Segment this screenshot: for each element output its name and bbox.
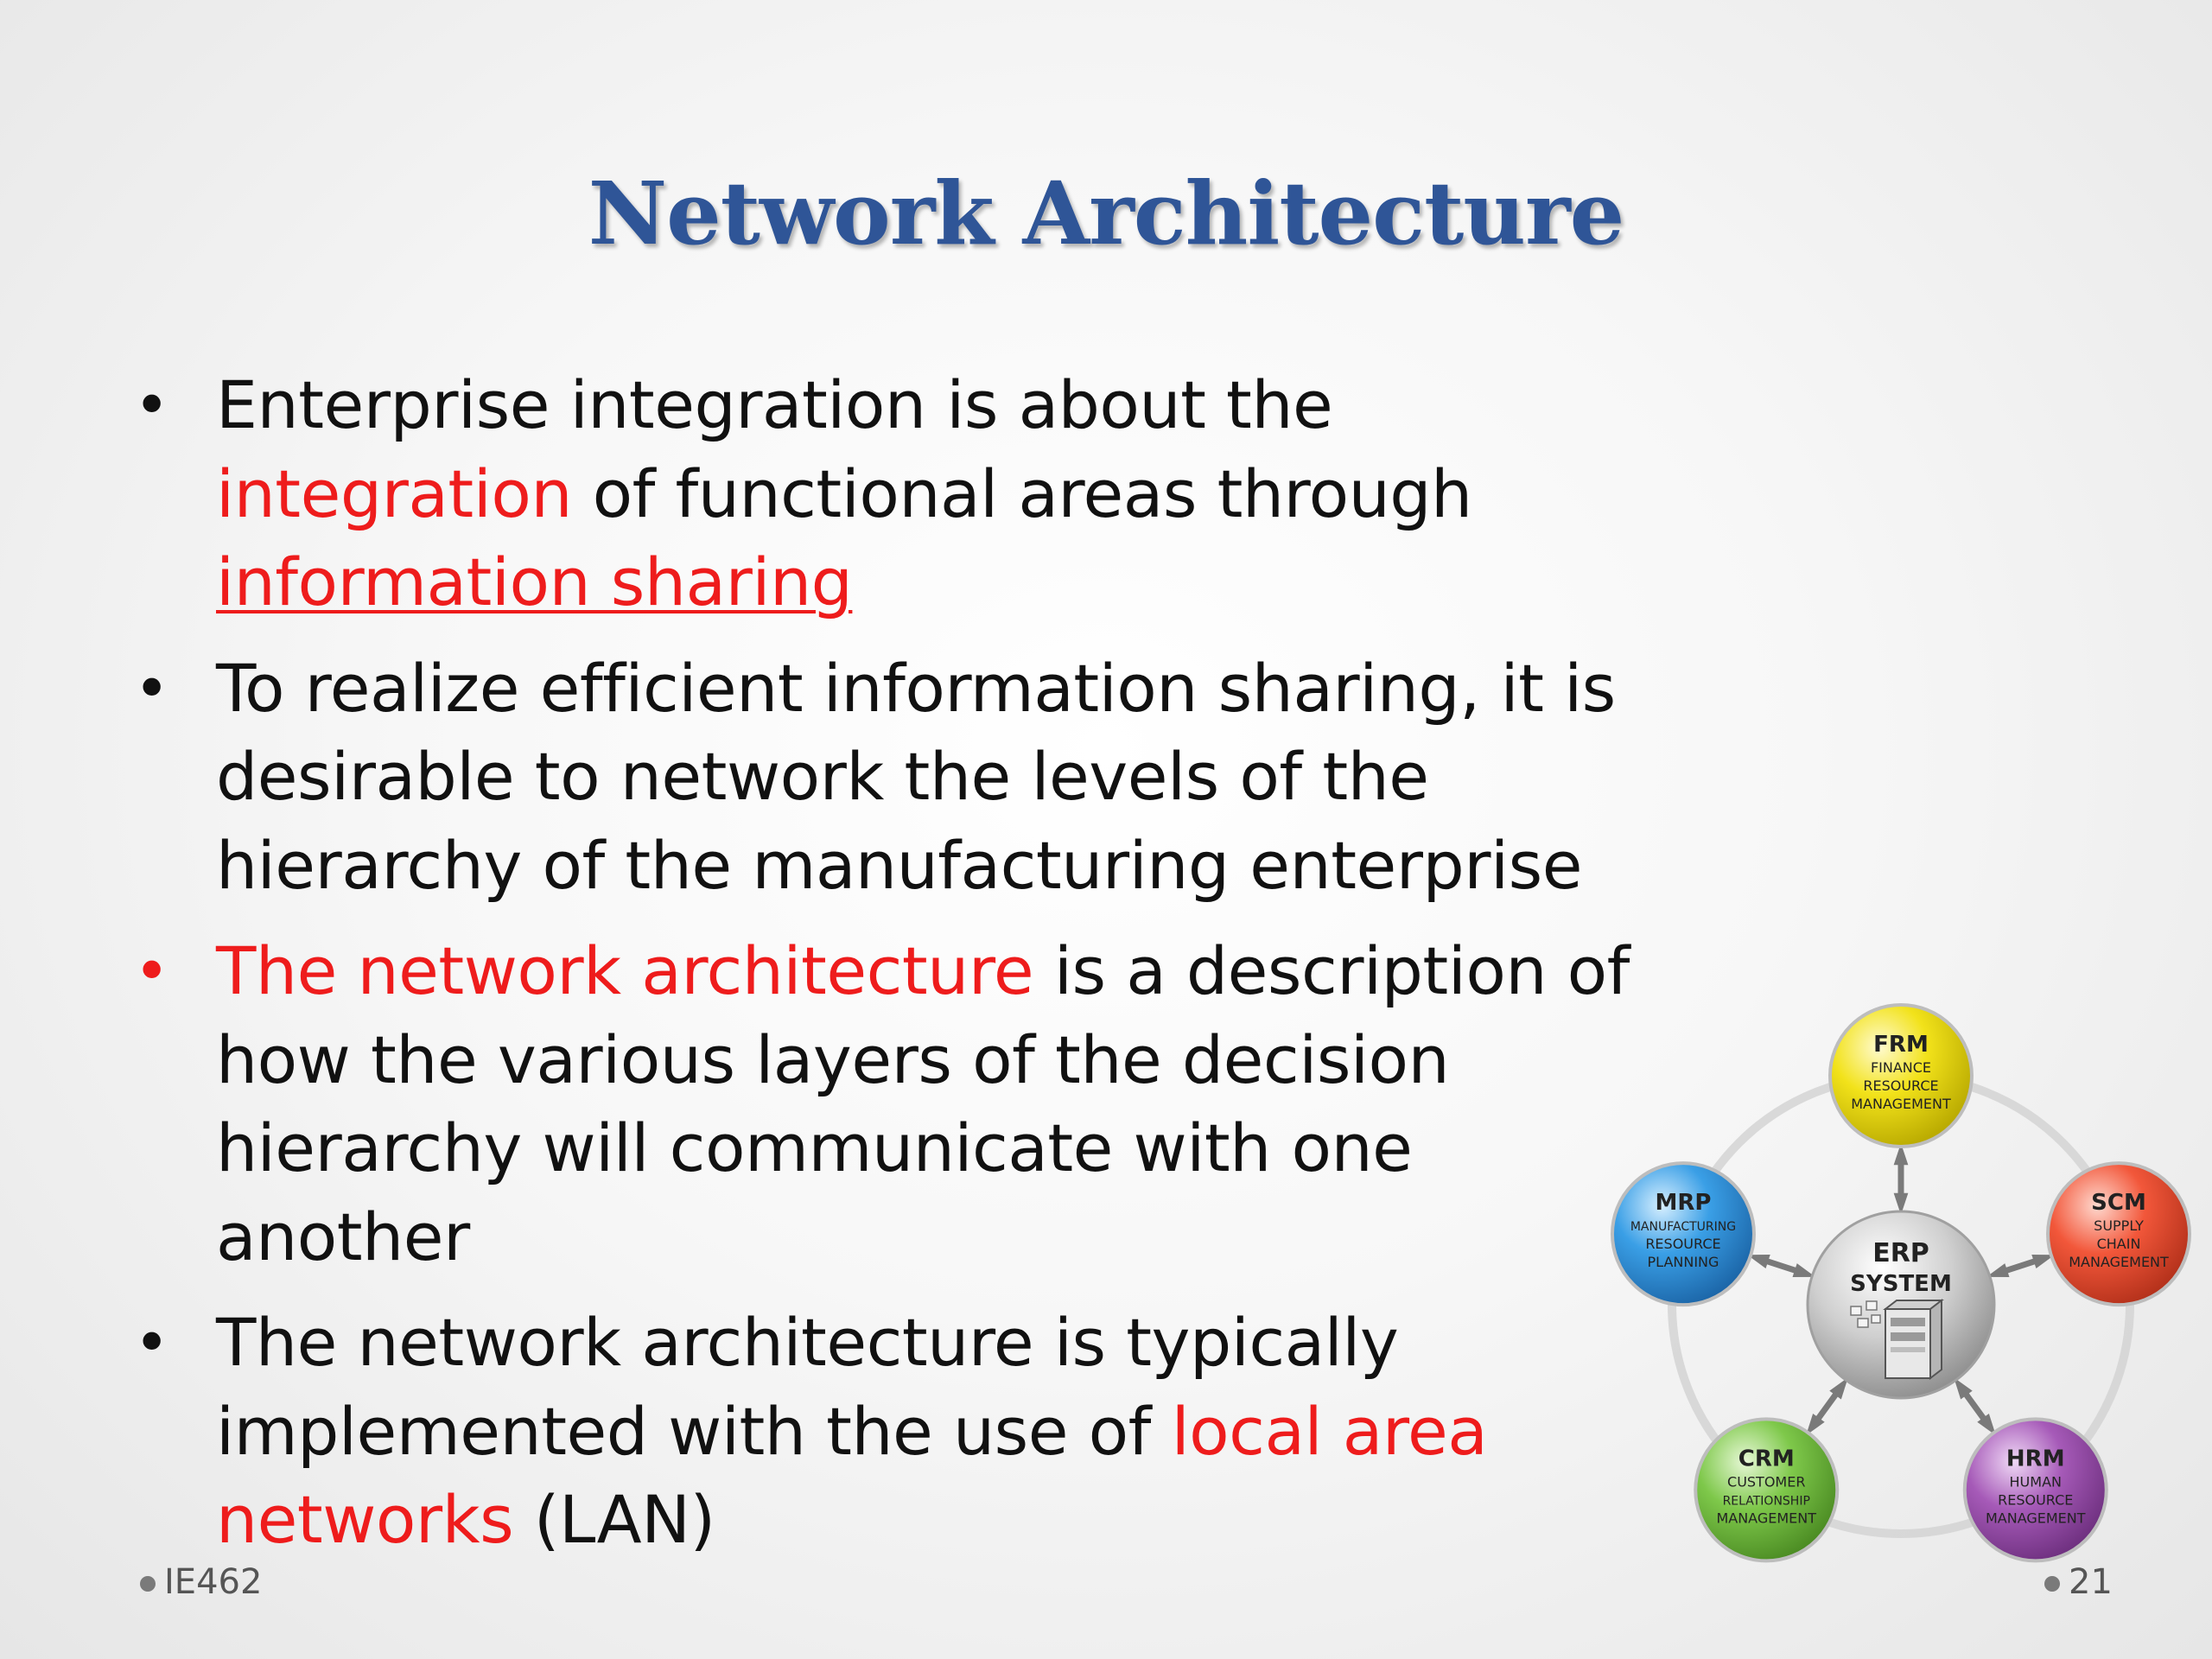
erp-module-abbr: SCM <box>2091 1190 2146 1216</box>
erp-center-label: ERP <box>1872 1238 1929 1268</box>
erp-module-abbr: MRP <box>1655 1190 1711 1216</box>
bullet-line: how the various layers of the decision <box>216 1016 1827 1105</box>
erp-module-desc: FINANCE <box>1871 1059 1931 1076</box>
footer-dot <box>2044 1576 2060 1592</box>
erp-module-sphere <box>1828 1003 1974 1148</box>
bullet-text: of functional areas through <box>571 454 1473 532</box>
erp-module-desc: RELATIONSHIP <box>1723 1494 1810 1508</box>
erp-arrows <box>1747 1143 2055 1436</box>
bullet-line: networks (LAN) <box>216 1476 1827 1565</box>
erp-module-desc: CHAIN <box>2097 1236 2141 1252</box>
bullet-line: The network architecture is typically <box>216 1299 1827 1388</box>
erp-module-desc: MANAGEMENT <box>2069 1254 2169 1270</box>
erp-module-desc: HUMAN <box>2010 1473 2062 1490</box>
bullet-line: Enterprise integration is about the <box>216 361 1827 450</box>
bullet-line: The network architecture is a descriptio… <box>216 927 1827 1016</box>
erp-module-desc: RESOURCE <box>1998 1491 2073 1508</box>
erp-module-desc: MANUFACTURING <box>1630 1220 1736 1234</box>
erp-module-desc: MANAGEMENT <box>1986 1510 2086 1526</box>
erp-module-abbr: CRM <box>1738 1446 1795 1471</box>
erp-arrowhead <box>2031 1255 2055 1268</box>
erp-arrowhead <box>1747 1255 1770 1268</box>
erp-arrowhead <box>1806 1413 1825 1436</box>
bullet-text: is a description of <box>1033 932 1630 1009</box>
erp-module-desc: RESOURCE <box>1645 1236 1720 1252</box>
erp-module-crm: CRM CUSTOMER RELATIONSHIP MANAGEMENT <box>1694 1417 1840 1563</box>
erp-module-desc: MANAGEMENT <box>1716 1510 1816 1526</box>
erp-diagram: FRMFINANCERESOURCEMANAGEMENTSCMSUPPLYCHA… <box>1610 1003 2192 1563</box>
bullet-line: hierarchy will communicate with one <box>216 1104 1827 1193</box>
erp-arrowhead <box>1986 1263 2010 1278</box>
erp-arrowhead <box>1792 1263 1816 1278</box>
bullet-line: another <box>216 1193 1827 1282</box>
bullet-item: • To realize efficient information sharin… <box>134 645 1827 911</box>
erp-module-sphere <box>1694 1417 1840 1563</box>
highlighted-text: integration <box>216 454 572 532</box>
erp-arrowhead <box>1829 1377 1848 1400</box>
bullet-line: To realize efficient information sharing… <box>216 645 1827 734</box>
highlighted-text: networks <box>216 1481 514 1558</box>
bullet-marker: • <box>134 652 170 724</box>
erp-module-desc: RESOURCE <box>1863 1077 1938 1094</box>
bullet-text: To realize efficient information sharing… <box>216 649 1616 727</box>
erp-arrowhead <box>1954 1377 1973 1400</box>
network-nodes-icon <box>1850 1300 1881 1328</box>
bullet-line: information sharing <box>216 538 1827 627</box>
bullet-marker: • <box>134 1307 170 1378</box>
erp-module-desc: CUSTOMER <box>1727 1473 1805 1490</box>
bullet-text: hierarchy will communicate with one <box>216 1109 1413 1186</box>
bullet-text: how the various layers of the decision <box>216 1020 1450 1098</box>
bullet-text: (LAN) <box>513 1481 715 1558</box>
bullet-line: implemented with the use of local area <box>216 1388 1827 1477</box>
bullet-text: implemented with the use of <box>216 1392 1172 1470</box>
bullet-text: Enterprise integration is about the <box>216 366 1333 443</box>
erp-module-sphere <box>2046 1161 2192 1307</box>
bullet-item: • The network architecture is a descripti… <box>134 927 1827 1281</box>
erp-module-abbr: FRM <box>1873 1032 1929 1058</box>
erp-center-sublabel: SYSTEM <box>1850 1271 1952 1297</box>
erp-module-desc: SUPPLY <box>2094 1217 2144 1234</box>
erp-module-sphere <box>1962 1417 2108 1563</box>
bullet-marker: • <box>134 936 170 1007</box>
highlighted-text: local area <box>1171 1392 1488 1470</box>
bullet-text: The network architecture is typically <box>216 1304 1399 1381</box>
bullet-text: desirable to network the levels of the <box>216 738 1429 815</box>
page-number: 21 <box>2044 1562 2113 1602</box>
erp-module-sphere <box>1610 1161 1756 1307</box>
erp-center: ERP SYSTEM <box>1806 1210 1996 1400</box>
erp-module-desc: MANAGEMENT <box>1851 1096 1951 1112</box>
server-icon <box>1883 1298 1944 1381</box>
erp-arrowhead <box>1893 1192 1909 1215</box>
erp-modules: FRMFINANCERESOURCEMANAGEMENTSCMSUPPLYCHA… <box>1610 1003 2192 1563</box>
bullet-marker: • <box>134 370 170 441</box>
footer-course: IE462 <box>140 1562 262 1602</box>
erp-module-mrp: MRP MANUFACTURING RESOURCE PLANNING <box>1610 1161 1756 1307</box>
bullet-line: desirable to network the levels of the <box>216 733 1827 822</box>
slide-title: Network Architecture <box>588 162 1625 264</box>
erp-arrowhead <box>1977 1413 1996 1436</box>
highlighted-text: information sharing <box>216 543 853 620</box>
erp-arrowhead <box>1893 1143 1909 1166</box>
highlighted-text: The network architecture <box>216 932 1034 1009</box>
bullet-line: hierarchy of the manufacturing enterpris… <box>216 822 1827 911</box>
bullet-text: hierarchy of the manufacturing enterpris… <box>216 826 1582 904</box>
erp-module-desc: PLANNING <box>1648 1254 1719 1270</box>
bullet-text: another <box>216 1198 470 1275</box>
footer-dot <box>140 1576 156 1592</box>
erp-module-abbr: HRM <box>2006 1446 2065 1471</box>
bullet-line: integration of functional areas through <box>216 450 1827 539</box>
